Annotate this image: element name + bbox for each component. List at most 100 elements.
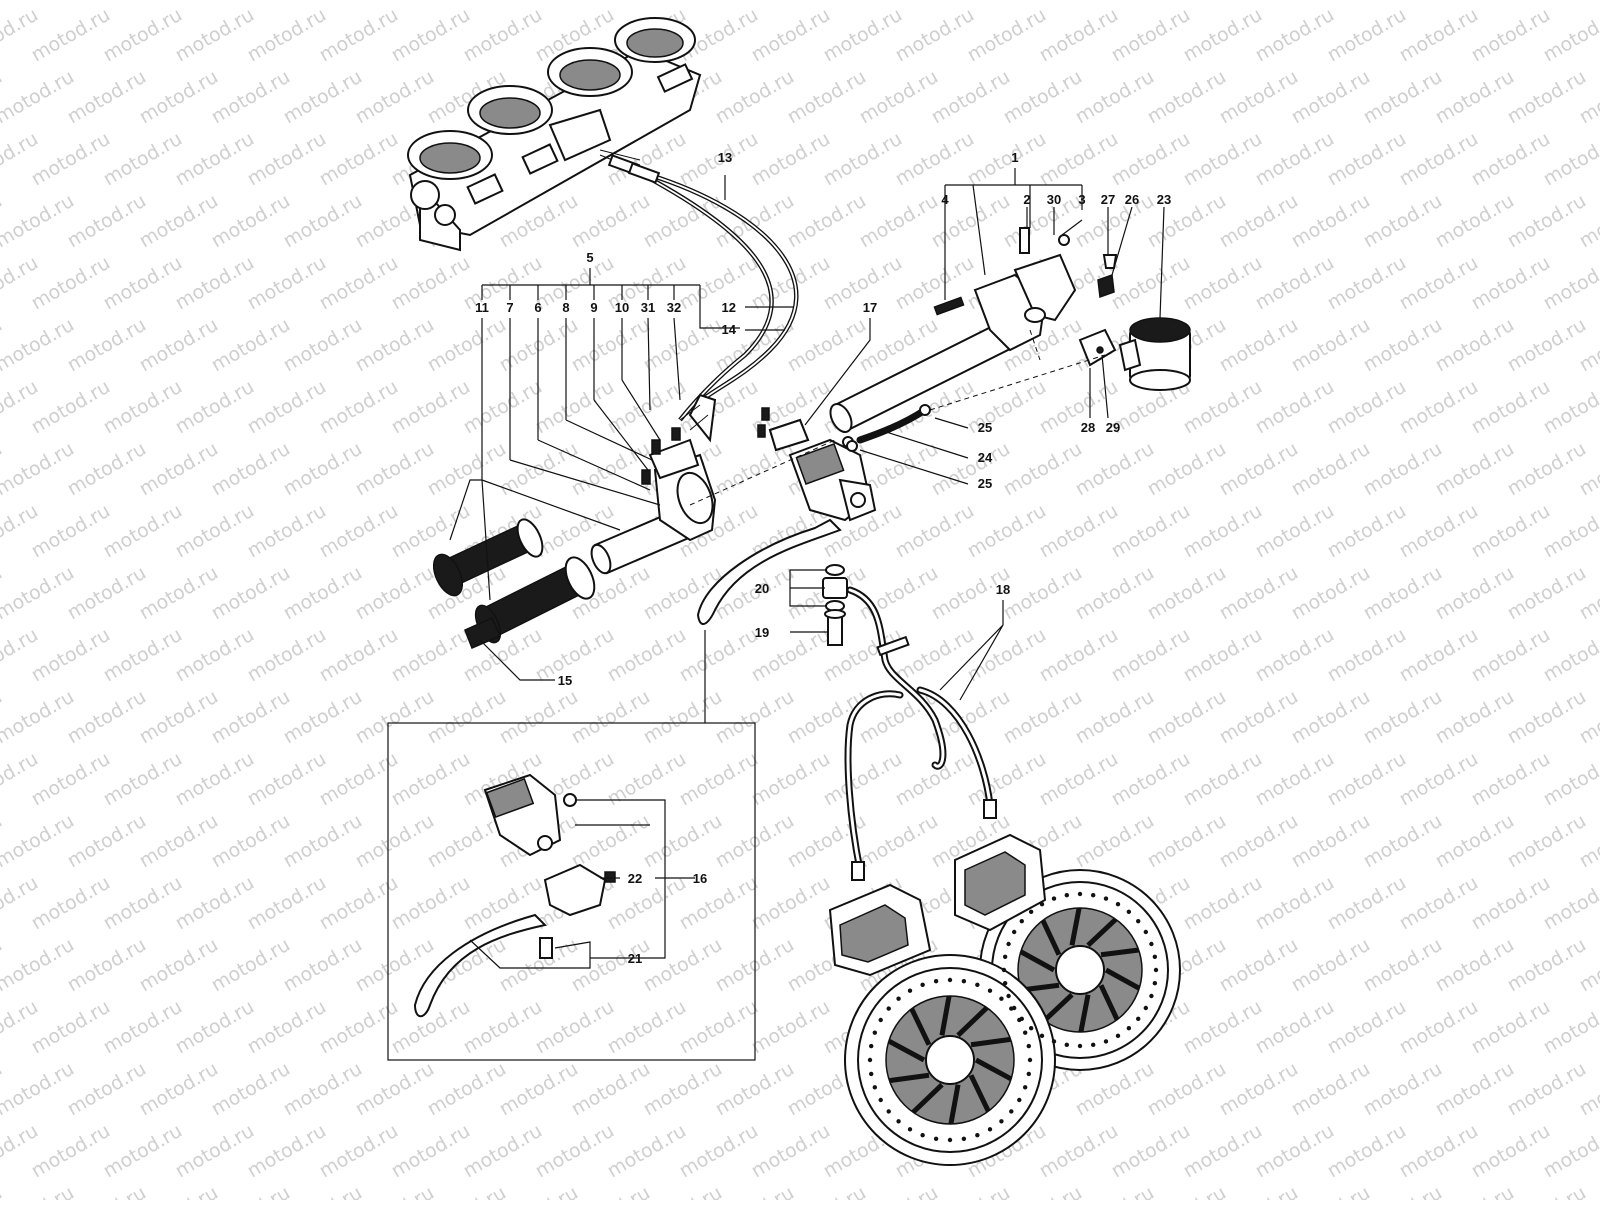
watermark-text: motod.ru: [1396, 128, 1482, 191]
watermark-text: motod.ru: [784, 0, 870, 4]
watermark-text: motod.ru: [136, 810, 222, 873]
watermark-text: motod.ru: [244, 624, 330, 687]
watermark-text: motod.ru: [1540, 252, 1600, 315]
watermark-text: motod.ru: [892, 500, 978, 563]
watermark-text: motod.ru: [388, 1120, 474, 1183]
disc-hole: [1136, 919, 1140, 923]
callout-10: 10: [615, 300, 629, 315]
watermark-text: motod.ru: [352, 686, 438, 749]
disc-hole: [1144, 930, 1148, 934]
watermark-text: motod.ru: [100, 996, 186, 1059]
callout-22: 22: [628, 871, 642, 886]
watermark-text: motod.ru: [280, 438, 366, 501]
watermark-text: motod.ru: [352, 438, 438, 501]
watermark-text: motod.ru: [1180, 4, 1266, 67]
watermark-text: motod.ru: [1252, 1120, 1338, 1183]
disc-hole: [1052, 1039, 1056, 1043]
disc-hole: [975, 1133, 979, 1137]
watermark-text: motod.ru: [1540, 996, 1600, 1059]
watermark-text: motod.ru: [460, 1120, 546, 1183]
disc-hole: [1065, 893, 1069, 897]
watermark-text: motod.ru: [0, 0, 78, 4]
watermark-text: motod.ru: [748, 1120, 834, 1183]
watermark-text: motod.ru: [1432, 0, 1518, 4]
watermark-text: motod.ru: [460, 996, 546, 1059]
watermark-text: motod.ru: [496, 314, 582, 377]
watermark-text: motod.ru: [100, 748, 186, 811]
watermark-text: motod.ru: [28, 748, 114, 811]
watermark-text: motod.ru: [1468, 128, 1554, 191]
disc-hole: [948, 978, 952, 982]
disc-hole: [1028, 1058, 1032, 1062]
watermark-text: motod.ru: [208, 0, 294, 4]
disc-hole: [887, 1109, 891, 1113]
watermark-text: motod.ru: [64, 1182, 150, 1200]
disc-hole: [999, 997, 1003, 1001]
watermark-text: motod.ru: [100, 872, 186, 935]
watermark-text: motod.ru: [1360, 438, 1446, 501]
disc-hole: [988, 1127, 992, 1131]
watermark-text: motod.ru: [892, 748, 978, 811]
disc-hole: [1017, 1098, 1021, 1102]
watermark-text: motod.ru: [280, 190, 366, 253]
watermark-text: motod.ru: [1216, 66, 1302, 129]
watermark-text: motod.ru: [568, 0, 654, 4]
watermark-text: motod.ru: [208, 1182, 294, 1200]
watermark-text: motod.ru: [1036, 128, 1122, 191]
watermark-text: motod.ru: [1252, 872, 1338, 935]
watermark-text: motod.ru: [1540, 624, 1600, 687]
watermark-text: motod.ru: [1288, 0, 1374, 4]
watermark-text: motod.ru: [640, 1058, 726, 1121]
watermark-text: motod.ru: [676, 252, 762, 315]
watermark-text: motod.ru: [0, 562, 78, 625]
watermark-text: motod.ru: [0, 810, 78, 873]
watermark-text: motod.ru: [1072, 0, 1158, 4]
watermark-text: motod.ru: [568, 438, 654, 501]
disc-hole: [1009, 1109, 1013, 1113]
watermark-text: motod.ru: [208, 810, 294, 873]
callout-4: 4: [941, 192, 949, 207]
disc-hole: [887, 1006, 891, 1010]
watermark-text: motod.ru: [1216, 0, 1302, 4]
watermark-text: motod.ru: [1468, 500, 1554, 563]
watermark-text: motod.ru: [172, 128, 258, 191]
watermark-text: motod.ru: [28, 1120, 114, 1183]
watermark-text: motod.ru: [136, 0, 222, 4]
callout-26: 26: [1125, 192, 1139, 207]
watermark-text: motod.ru: [100, 4, 186, 67]
watermark-text: motod.ru: [64, 562, 150, 625]
watermark-text: motod.ru: [1360, 314, 1446, 377]
callout-19: 19: [755, 625, 769, 640]
watermark-text: motod.ru: [424, 0, 510, 4]
watermark-text: motod.ru: [424, 1182, 510, 1200]
disc-hole: [1012, 930, 1016, 934]
watermark-text: motod.ru: [28, 376, 114, 439]
watermark-text: motod.ru: [136, 934, 222, 997]
disc-hole: [920, 983, 924, 987]
watermark-text: motod.ru: [1144, 438, 1230, 501]
watermark-text: motod.ru: [316, 748, 402, 811]
watermark-text: motod.ru: [136, 562, 222, 625]
watermark-text: motod.ru: [280, 314, 366, 377]
disc-hole: [1127, 1026, 1131, 1030]
watermark-text: motod.ru: [424, 314, 510, 377]
watermark-text: motod.ru: [1504, 0, 1590, 4]
watermark-text: motod.ru: [1324, 872, 1410, 935]
watermark-text: motod.ru: [1180, 748, 1266, 811]
watermark-text: motod.ru: [1216, 1058, 1302, 1121]
watermark-text: motod.ru: [1000, 66, 1086, 129]
watermark-text: motod.ru: [64, 66, 150, 129]
watermark-text: motod.ru: [1180, 624, 1266, 687]
watermark-text: motod.ru: [244, 1120, 330, 1183]
watermark-text: motod.ru: [568, 1058, 654, 1121]
watermark-text: motod.ru: [1360, 66, 1446, 129]
disc-hole: [948, 1138, 952, 1142]
watermark-text: motod.ru: [496, 1058, 582, 1121]
watermark-text: motod.ru: [1216, 314, 1302, 377]
watermark-text: motod.ru: [1216, 562, 1302, 625]
watermark-text: motod.ru: [1252, 624, 1338, 687]
watermark-text: motod.ru: [1072, 686, 1158, 749]
disc-hole: [962, 1137, 966, 1141]
watermark-text: motod.ru: [964, 128, 1050, 191]
watermark-text: motod.ru: [604, 624, 690, 687]
